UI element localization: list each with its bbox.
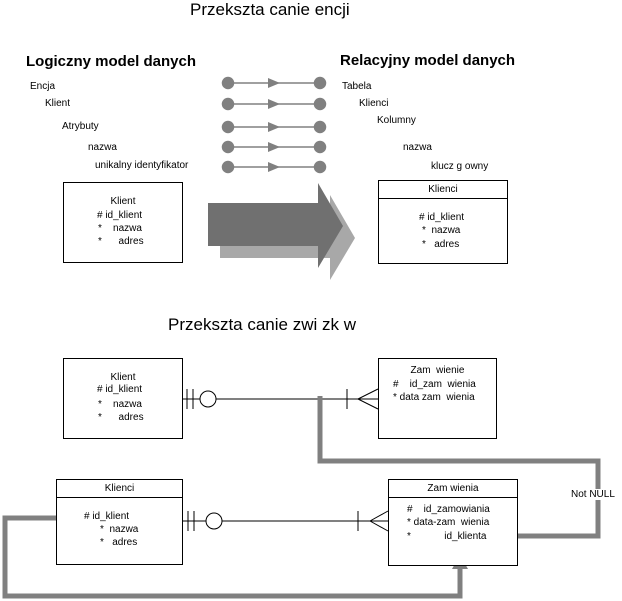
- attribute-order-date: * data zam wienia: [393, 392, 475, 403]
- column-order-id: # id_zamowiania: [407, 504, 490, 515]
- not-null-label: Not NULL: [570, 489, 616, 500]
- column-client-id-fk: * id_klienta: [407, 531, 487, 542]
- right-item-table: Tabela: [342, 81, 372, 92]
- relationship-line-bot: [183, 510, 389, 532]
- attribute-name: * nazwa: [98, 399, 142, 410]
- entity-box-zamowienie-mid: Zam wienie # id_zam wienia * data zam wi…: [378, 358, 497, 439]
- column-name: * nazwa: [100, 524, 139, 535]
- entity-box-klient-logical: Klient # id_klient * nazwa * adres: [63, 182, 183, 263]
- attribute-name: * nazwa: [98, 223, 142, 234]
- table-box-klienci-relational: Klienci # id_klient * nazwa * adres: [378, 180, 508, 264]
- column-id: # id_klient: [84, 511, 130, 522]
- entity-title: Klient: [110, 372, 136, 383]
- attribute-address: * adres: [98, 236, 144, 247]
- entity-box-klient-mid: Klient # id_klient * nazwa * adres: [63, 358, 183, 439]
- attribute-id: # id_klient: [97, 210, 143, 221]
- attribute-order-id: # id_zam wienia: [393, 379, 476, 390]
- foreign-key-connector: [2, 515, 463, 599]
- title-entity-transformation: Przeksztа canie encji: [190, 0, 350, 19]
- mapping-arrow-1: [221, 76, 327, 90]
- not-null-connector: [317, 396, 601, 539]
- relationship-line-mid: [182, 388, 379, 410]
- title-relation-transformation: Przeksztа canie zwi zk w: [168, 315, 356, 334]
- entity-title: Klient: [110, 196, 136, 207]
- attribute-id: # id_klient: [97, 384, 143, 395]
- mapping-arrow-3: [221, 120, 327, 134]
- right-item-columns: Kolumny: [377, 115, 416, 126]
- mapping-arrow-2: [221, 97, 327, 111]
- table-title: Zam wienia: [389, 480, 517, 498]
- left-item-entity: Encja: [30, 81, 56, 92]
- big-arrow-icon: [208, 183, 355, 280]
- mapping-arrow-5: [221, 160, 327, 174]
- column-id: # id_klient: [419, 212, 465, 223]
- table-box-klienci-bottom: Klienci # id_klient * nazwa * adres: [56, 479, 183, 565]
- right-item-clients: Klienci: [359, 98, 389, 109]
- entity-title: Zam wienie: [410, 365, 465, 376]
- table-title: Klienci: [379, 181, 507, 199]
- mapping-arrows: [221, 76, 327, 174]
- mapping-arrow-4: [221, 140, 327, 154]
- attribute-address: * adres: [98, 412, 144, 423]
- relational-model-heading: Relacyjny model danych: [340, 52, 516, 69]
- table-box-zamowienia-bottom: Zam wienia # id_zamowiania * data-zam wi…: [388, 479, 518, 566]
- left-item-attributes: Atrybuty: [62, 121, 99, 132]
- column-name: * nazwa: [422, 225, 461, 236]
- column-address: * adres: [422, 239, 460, 250]
- left-item-unique-id: unikalny identyfikator: [95, 160, 189, 171]
- logical-model-heading: Logiczny model danych: [26, 53, 197, 70]
- column-address: * adres: [100, 537, 138, 548]
- right-item-primary-key: klucz g owny: [431, 161, 489, 172]
- column-order-date: * data-zam wienia: [407, 517, 490, 528]
- table-title: Klienci: [57, 480, 182, 498]
- left-item-name: nazwa: [88, 142, 117, 153]
- left-item-client: Klient: [45, 98, 71, 109]
- right-item-name: nazwa: [403, 142, 432, 153]
